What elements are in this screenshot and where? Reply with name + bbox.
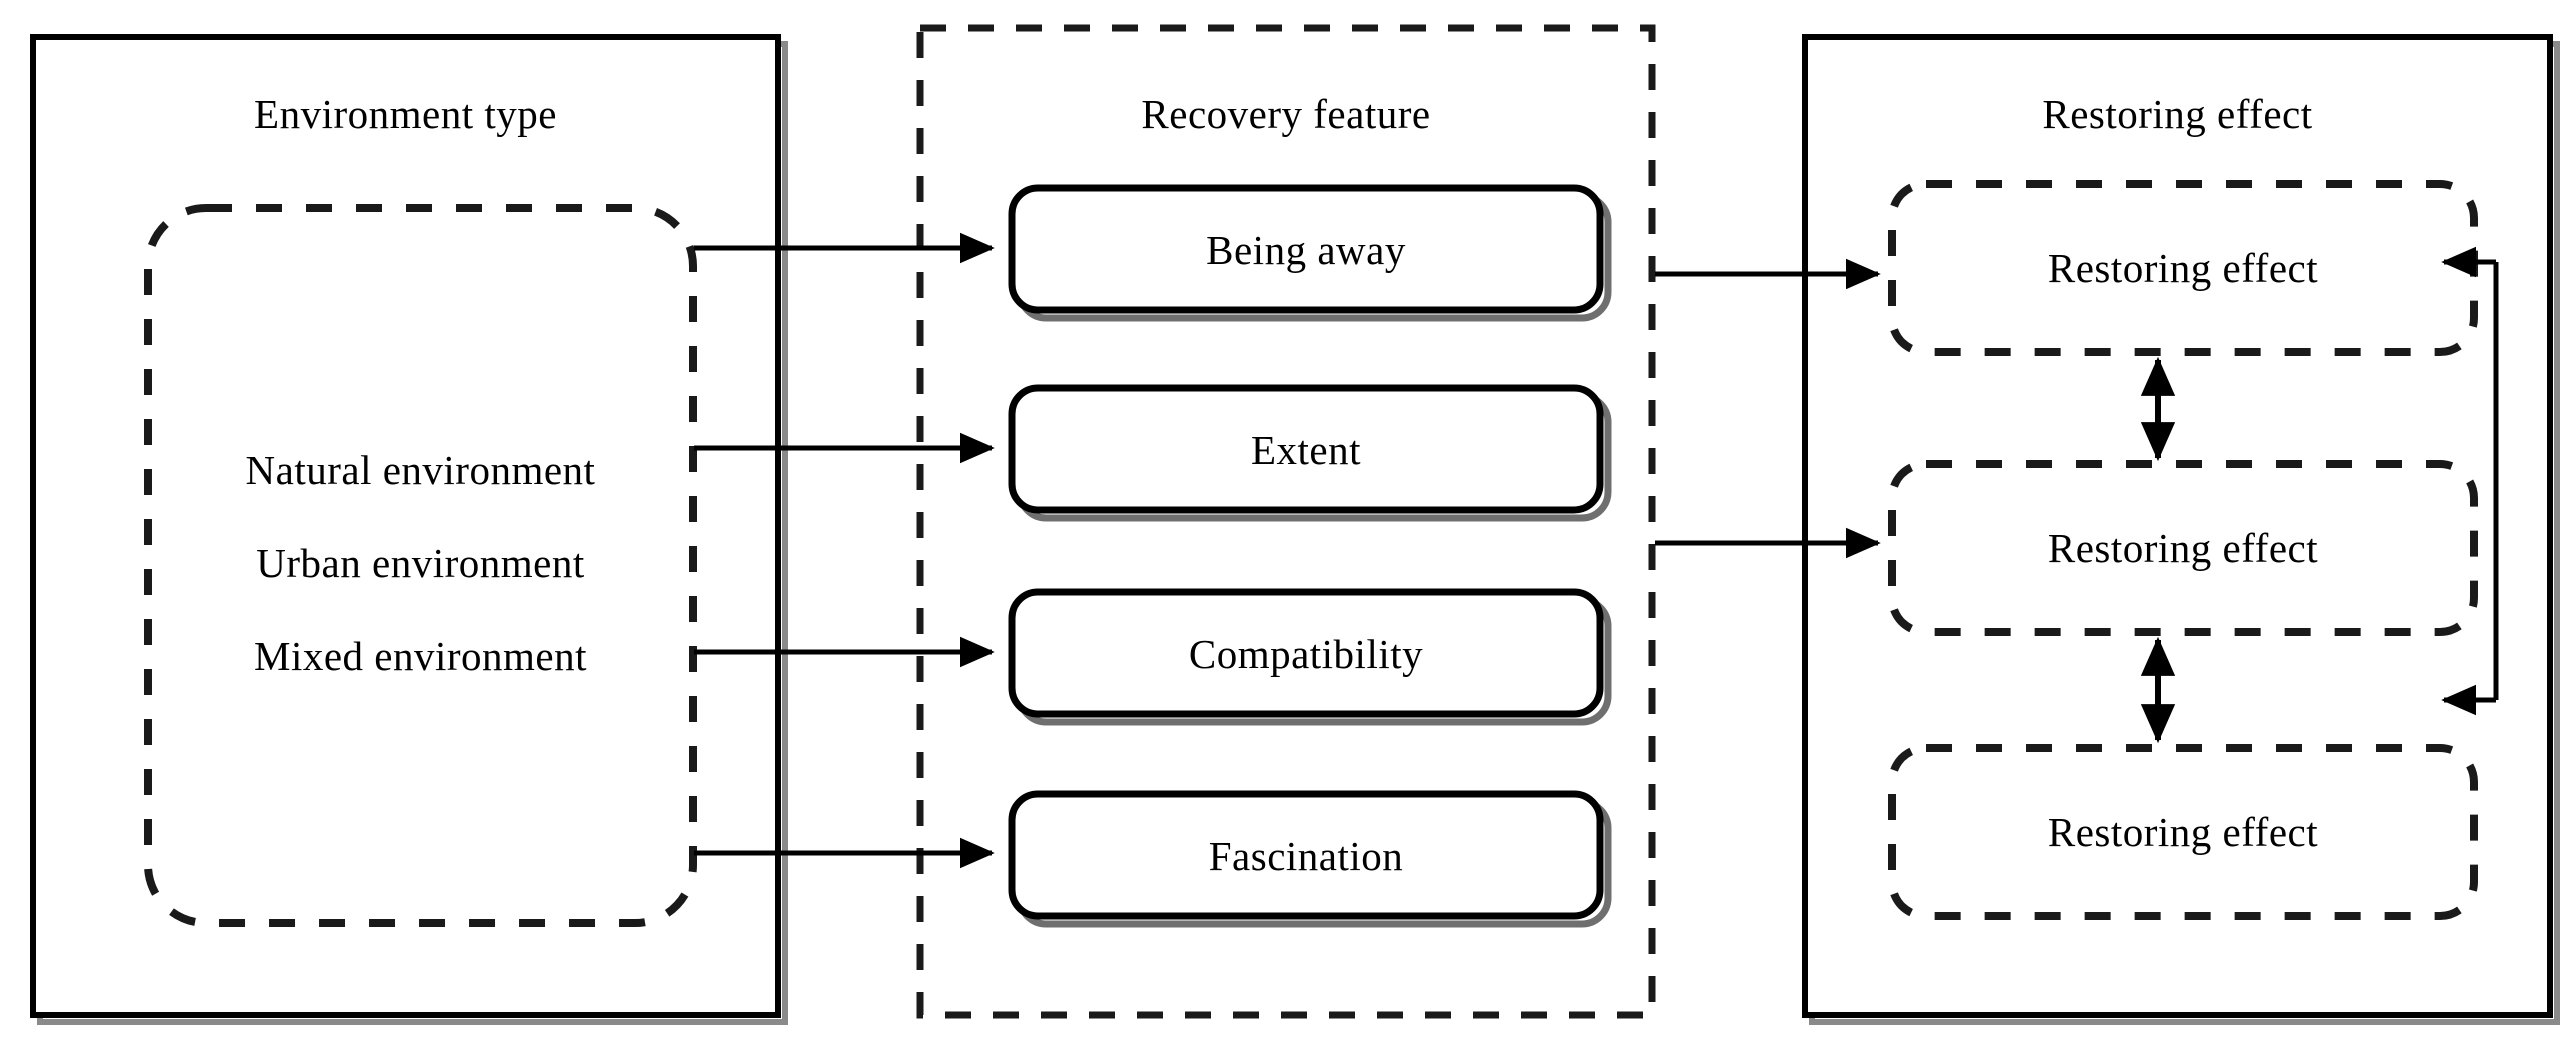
- connector-feedback-loop: [2441, 246, 2499, 716]
- environment-item-urban: Urban environment: [256, 540, 585, 586]
- recovery-box-label-compatibility[interactable]: Compatibility: [1188, 631, 1424, 677]
- environment-item-natural: Natural environment: [245, 447, 596, 493]
- column-header-restoring-effect: Restoring effect: [2042, 91, 2313, 137]
- recovery-boxes: [1008, 184, 1604, 920]
- restoring-effect-label-3[interactable]: Restoring effect: [2047, 809, 2319, 855]
- restoring-effect-label-1[interactable]: Restoring effect: [2047, 245, 2319, 291]
- environment-type-container: [30, 34, 781, 1018]
- recovery-box-shadows: [1016, 192, 1612, 928]
- restoring-effect-label-2[interactable]: Restoring effect: [2047, 525, 2319, 571]
- recovery-box-label-extent[interactable]: Extent: [1250, 427, 1362, 473]
- column-header-recovery-feature: Recovery feature: [1141, 91, 1431, 137]
- recovery-box-label-being-away[interactable]: Being away: [1206, 227, 1406, 273]
- recovery-box-label-fascination[interactable]: Fascination: [1208, 833, 1404, 879]
- column-header-environment-type: Environment type: [254, 91, 557, 137]
- environment-item-mixed: Mixed environment: [253, 633, 588, 679]
